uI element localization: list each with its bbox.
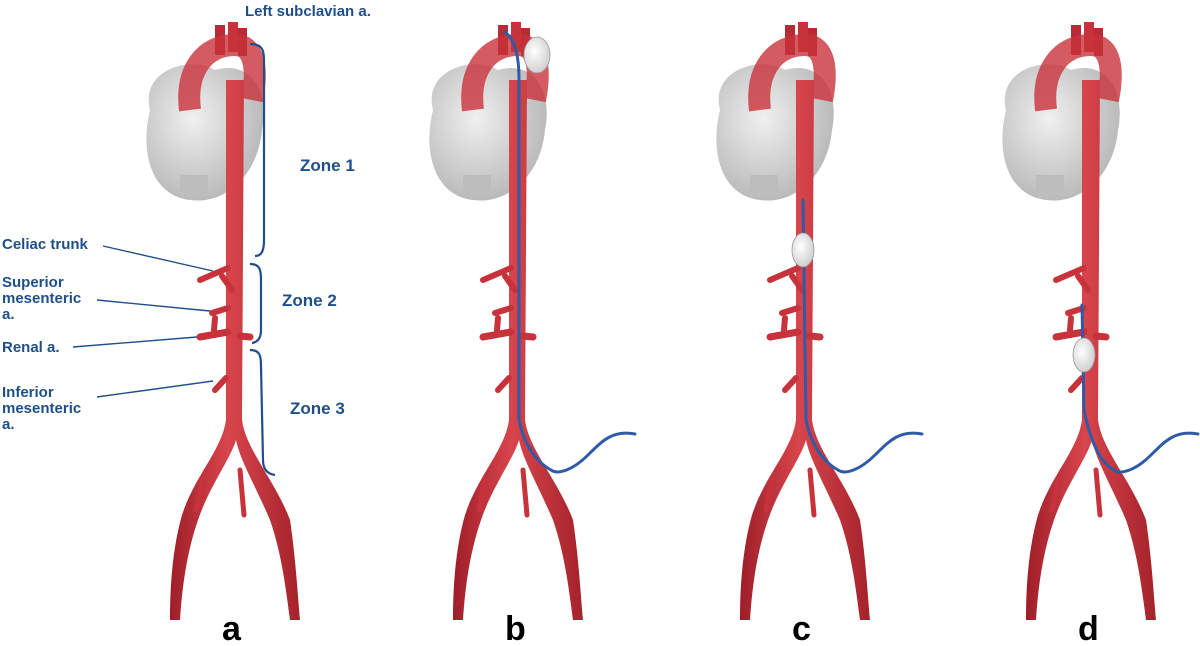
panel-d: d [1002, 22, 1200, 646]
zone-1-label: Zone 1 [300, 156, 355, 175]
panel-letter-c: c [792, 610, 811, 646]
occlusion-balloon [1072, 337, 1096, 373]
leader-sma [96, 299, 211, 312]
aorta-heart-illustration [429, 22, 583, 620]
panel-letter-d: d [1078, 610, 1099, 646]
label-renal: Renal a. [2, 339, 60, 356]
leader-ima [96, 380, 214, 398]
label-ima-2: mesenteric [2, 400, 81, 417]
aorta-heart-illustration [146, 22, 300, 620]
label-ima-3: a. [2, 416, 15, 433]
label-celiac-trunk: Celiac trunk [2, 236, 89, 253]
occlusion-balloon [791, 232, 815, 268]
leader-celiac [102, 245, 214, 272]
label-sma-2: mesenteric [2, 290, 81, 307]
panel-letter-a: a [222, 610, 242, 646]
zone-1-brace [249, 42, 266, 258]
catheter-wire [801, 198, 924, 474]
zone-3-label: Zone 3 [290, 399, 345, 418]
panel-a: a [146, 22, 300, 646]
label-left-subclavian: Left subclavian a. [245, 3, 371, 20]
label-sma-3: a. [2, 306, 15, 323]
panel-a-annotations: Left subclavian a. Celiac trunk Superior… [2, 3, 371, 477]
aorta-heart-illustration [1002, 22, 1156, 620]
panel-b: b [429, 22, 637, 646]
catheter-wire [503, 30, 637, 474]
label-ima-1: Inferior [2, 384, 54, 401]
zone-2-brace [249, 262, 263, 345]
occlusion-balloon [523, 36, 551, 74]
zone-2-label: Zone 2 [282, 291, 337, 310]
zone-3-brace [249, 348, 276, 477]
panel-c: c [716, 22, 924, 646]
label-sma-1: Superior [2, 274, 64, 291]
aorta-heart-illustration [716, 22, 870, 620]
leader-renal [72, 336, 198, 348]
catheter-wire [1080, 303, 1200, 474]
panel-letter-b: b [505, 610, 526, 646]
